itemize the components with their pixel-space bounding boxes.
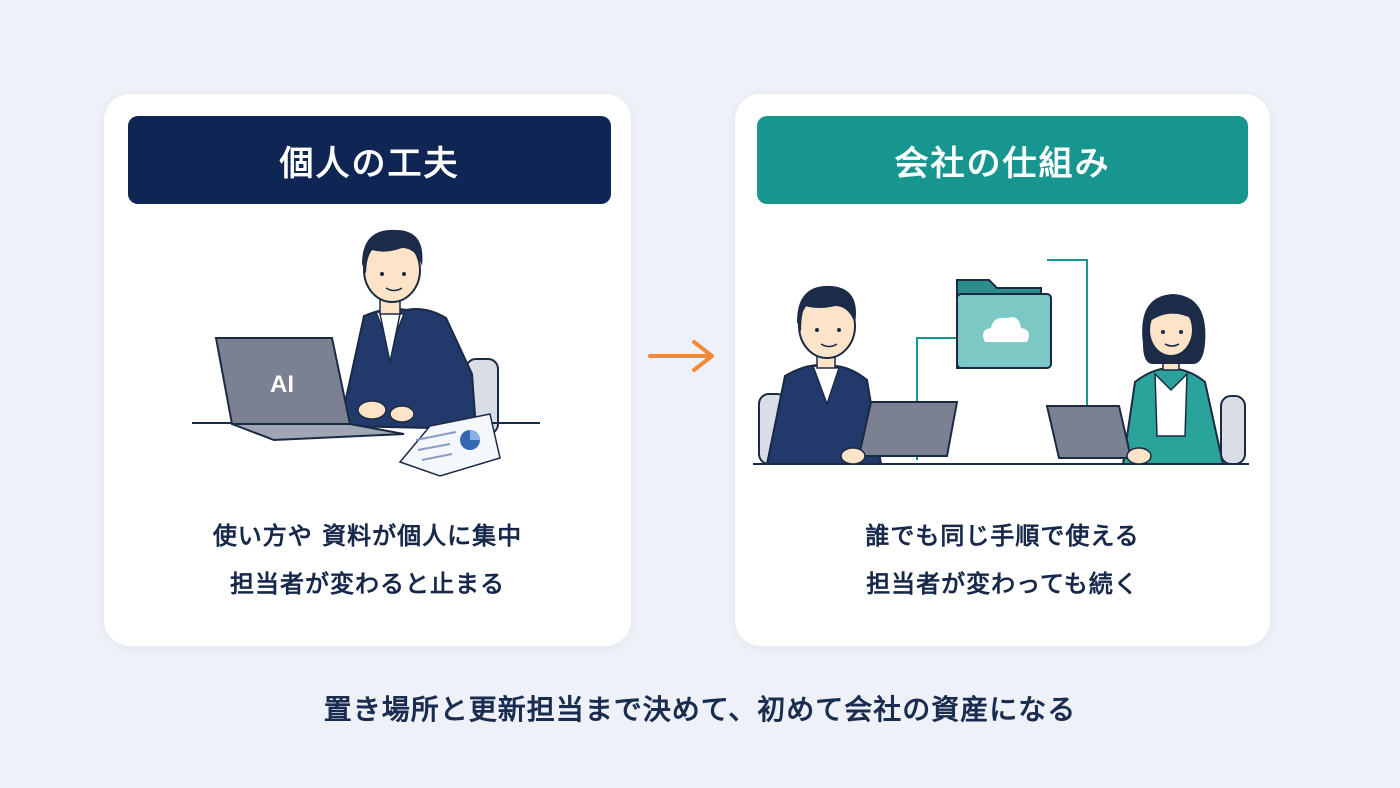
company-card: 会社の仕組み: [735, 94, 1270, 646]
arrow-right-icon: [648, 340, 714, 372]
individual-caption-line2: 担当者が変わると止まる: [230, 570, 505, 598]
individual-illustration: AI: [192, 229, 540, 477]
company-title: 会社の仕組み: [757, 116, 1248, 204]
document-chart-icon: [398, 413, 501, 477]
individual-caption-line1: 使い方や 資料が個人に集中: [212, 522, 523, 550]
company-caption-line1: 誰でも同じ手順で使える: [865, 522, 1140, 550]
individual-card: 個人の工夫 AI: [104, 94, 631, 646]
footer-message: 置き場所と更新担当まで決めて、初めて会社の資産になる: [323, 693, 1077, 726]
individual-title: 個人の工夫: [128, 116, 611, 204]
company-illustration: [753, 259, 1249, 465]
laptop-ai-label: AI: [270, 371, 294, 398]
folder-cloud-icon: [956, 279, 1052, 369]
company-caption-line2: 担当者が変わっても続く: [866, 570, 1139, 598]
